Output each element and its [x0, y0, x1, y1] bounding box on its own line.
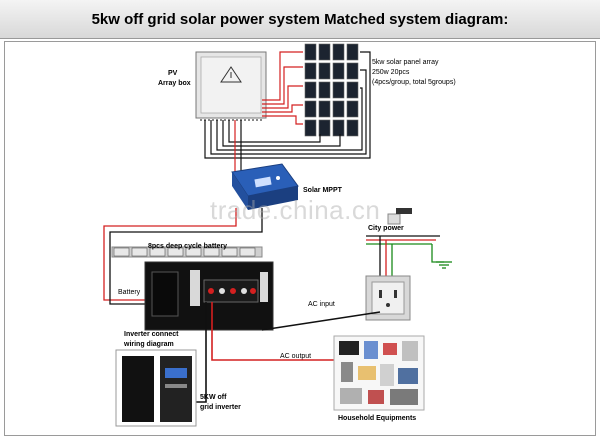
- solar-panel: [318, 81, 331, 99]
- inverter-unit: [115, 349, 197, 427]
- battery-cell: [149, 247, 166, 257]
- battery-cell: [131, 247, 148, 257]
- battery-cell: [167, 247, 184, 257]
- solar-panel: [304, 62, 317, 80]
- pv-array-box: [195, 51, 267, 121]
- array-box-label: Array box: [158, 80, 191, 87]
- mppt-battery-wires: [103, 208, 263, 305]
- pv-label: PV: [168, 70, 178, 77]
- panel-array-label-3: (4pcs/group, total 5groups): [372, 79, 456, 86]
- solar-panel: [318, 100, 331, 118]
- solar-panel: [304, 43, 317, 61]
- solar-panel: [318, 43, 331, 61]
- battery-cell: [203, 247, 220, 257]
- household-label: Household Equipments: [338, 415, 417, 422]
- solar-panel: [332, 43, 345, 61]
- battery-bank-label: 8pcs deep cycle battery: [148, 243, 227, 250]
- battery-label: Battery: [118, 289, 141, 296]
- solar-panel: [332, 119, 345, 137]
- inverter-label-2: grid inverter: [200, 404, 241, 411]
- battery-cell: [239, 247, 256, 257]
- inverter-wiring-label-1: Inverter connect: [124, 331, 179, 338]
- battery-cell: [221, 247, 238, 257]
- solar-mppt-label: Solar MPPT: [303, 187, 342, 194]
- solar-panel-array: [304, 43, 359, 137]
- solar-panel: [304, 81, 317, 99]
- city-power-wires: [366, 235, 452, 276]
- solar-panel: [318, 62, 331, 80]
- battery-cell: [185, 247, 202, 257]
- wiring-panel: [144, 261, 274, 331]
- ac-input-label: AC input: [308, 301, 335, 308]
- solar-panel: [346, 62, 359, 80]
- title-bar: 5kw off grid solar power system Matched …: [0, 0, 600, 39]
- solar-panel: [346, 81, 359, 99]
- inverter-wiring-label-2: wiring diagram: [124, 341, 174, 348]
- watermark: trade.china.cn: [210, 195, 381, 225]
- panel-array-label-2: 250w 20pcs: [372, 69, 410, 76]
- battery-cell: [113, 247, 130, 257]
- household-equipment-collage: [333, 335, 425, 411]
- inverter-label-1: 5KW off: [200, 394, 227, 401]
- city-power-label: City power: [368, 225, 404, 232]
- solar-panel: [304, 119, 317, 137]
- panel-wires: [204, 51, 371, 176]
- battery-bank: [111, 246, 263, 258]
- solar-panel: [332, 100, 345, 118]
- city-power-sockets: [387, 208, 412, 225]
- solar-panel: [318, 119, 331, 137]
- solar-panel: [332, 62, 345, 80]
- solar-panel: [332, 81, 345, 99]
- diagram-frame: [4, 41, 596, 436]
- ac-output-label: AC output: [280, 353, 312, 360]
- panel-array-label-1: 5kw solar panel array: [372, 59, 439, 66]
- wall-outlet: [365, 275, 411, 321]
- solar-panel: [346, 43, 359, 61]
- page-title: 5kw off grid solar power system Matched …: [91, 10, 509, 28]
- solar-mppt-unit: [231, 163, 299, 210]
- solar-panel: [346, 100, 359, 118]
- solar-panel: [304, 100, 317, 118]
- solar-panel: [346, 119, 359, 137]
